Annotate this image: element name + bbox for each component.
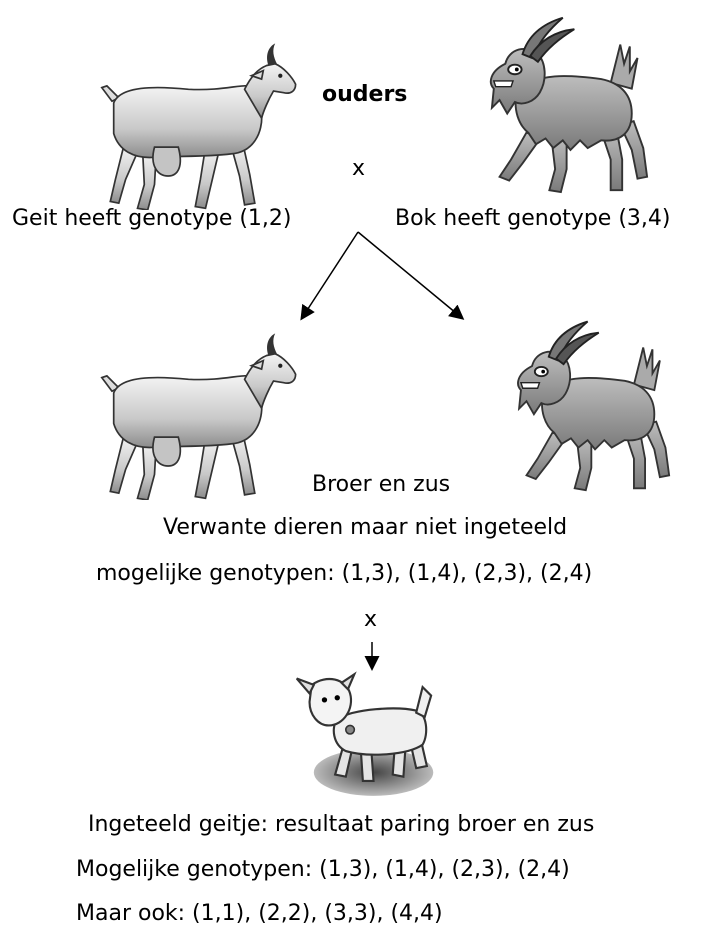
inbred-kid-genotypes: Mogelijke genotypen: (1,3), (1,4), (2,3)…: [76, 859, 570, 881]
siblings-description: Verwante dieren maar niet ingeteeld: [163, 517, 567, 539]
arrow-to-sister: [302, 232, 358, 318]
parents-cross-symbol: x: [352, 158, 365, 180]
female-genotype-label: Geit heeft genotype (1,2): [12, 208, 292, 230]
parents-heading: ouders: [322, 84, 407, 106]
inbred-kid-title: Ingeteeld geitje: resultaat paring broer…: [88, 814, 594, 836]
male-genotype-label: Bok heeft genotype (3,4): [395, 208, 670, 230]
siblings-label: Broer en zus: [312, 474, 450, 496]
siblings-genotypes: mogelijke genotypen: (1,3), (1,4), (2,3)…: [96, 563, 592, 585]
arrow-to-brother: [358, 232, 462, 318]
siblings-cross-symbol: x: [364, 609, 377, 631]
inbred-kid-extra-genotypes: Maar ook: (1,1), (2,2), (3,3), (4,4): [76, 903, 443, 925]
